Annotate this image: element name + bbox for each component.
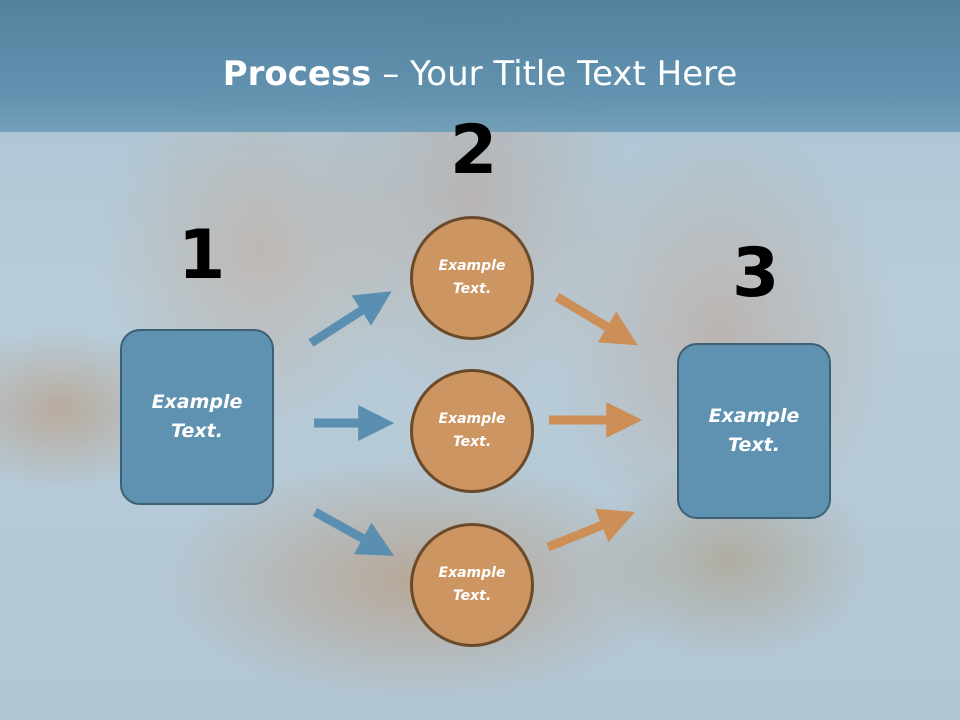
slide-title[interactable]: Process – Your Title Text Here xyxy=(0,52,960,96)
arrow-to-bottom-circle xyxy=(312,508,395,556)
left-process-box[interactable]: Example Text. xyxy=(120,329,274,505)
step-number-2[interactable]: 2 xyxy=(450,111,498,190)
step-number-3[interactable]: 3 xyxy=(732,234,780,313)
step-number-1[interactable]: 1 xyxy=(178,216,226,295)
title-rest: – Your Title Text Here xyxy=(371,54,738,94)
circle-top[interactable]: Example Text. xyxy=(410,216,534,340)
arrow-from-top-circle xyxy=(554,293,638,346)
title-bar xyxy=(0,0,960,132)
circle-middle-text: Example Text. xyxy=(438,411,506,450)
right-box-text: Example Text. xyxy=(708,405,800,456)
arrow-from-bottom-circle xyxy=(546,508,636,552)
left-box-text: Example Text. xyxy=(151,391,243,442)
title-bold: Process xyxy=(222,54,372,94)
arrow-to-top-circle xyxy=(308,291,392,347)
circle-bottom[interactable]: Example Text. xyxy=(410,523,534,647)
circle-bottom-text: Example Text. xyxy=(438,565,506,604)
circle-middle[interactable]: Example Text. xyxy=(410,369,534,493)
circle-top-text: Example Text. xyxy=(438,258,506,297)
right-process-box[interactable]: Example Text. xyxy=(677,343,831,519)
